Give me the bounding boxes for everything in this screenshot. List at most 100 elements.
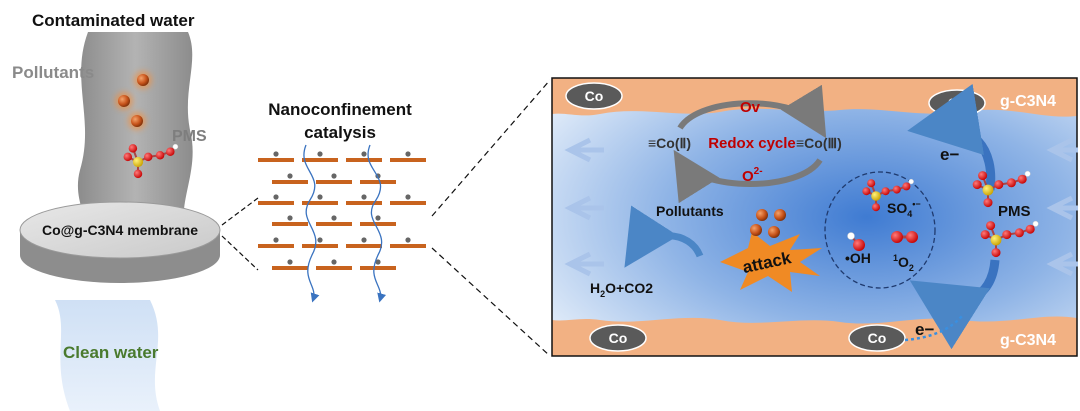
co-bubble-bottom-left: Co xyxy=(589,324,647,352)
pollutant-particle xyxy=(774,209,786,221)
co-site xyxy=(375,215,381,221)
co-site xyxy=(361,194,367,200)
nanosheet xyxy=(316,266,352,270)
nanosheet xyxy=(272,266,308,270)
contaminated-water-stream xyxy=(77,32,193,230)
redox-arrow-top xyxy=(677,84,827,139)
co-label-top-right: Co xyxy=(948,95,967,111)
nanosheet xyxy=(272,222,308,226)
nanosheet xyxy=(390,244,426,248)
co-site xyxy=(287,259,293,265)
co-site xyxy=(273,151,279,157)
electron-arrow-bottom xyxy=(909,259,1000,350)
nanosheet xyxy=(316,222,352,226)
co-site xyxy=(375,259,381,265)
co-site xyxy=(405,194,411,200)
pms-molecule xyxy=(972,170,1031,208)
nanosheet xyxy=(360,222,396,226)
co-site xyxy=(273,194,279,200)
nanosheet xyxy=(360,180,396,184)
co-site xyxy=(361,237,367,243)
nanosheet-stack xyxy=(258,151,426,270)
co-site xyxy=(317,151,323,157)
co-bubble-top-right: Co xyxy=(928,89,986,117)
co-site xyxy=(331,173,337,179)
right-pollutant-particles xyxy=(750,209,786,238)
electron-arrow-top xyxy=(907,83,996,191)
right-panel: Co Co Co Co g-C3N4 g-C3N4 Ov ≡Co(Ⅱ) Redo… xyxy=(551,77,1078,357)
zoom-line-right-top xyxy=(431,79,551,217)
products-label: H2O+CO2 xyxy=(590,280,653,299)
middle-panel: Nanoconfinement catalysis xyxy=(221,79,551,357)
oxygen-molecule xyxy=(891,231,918,243)
co-label-bottom-left: Co xyxy=(609,330,628,346)
flow-arrow xyxy=(1046,137,1078,163)
nanosheet xyxy=(302,244,338,248)
pollutant-particle xyxy=(115,92,133,110)
zoom-line-left-top xyxy=(221,197,259,226)
flow-arrow xyxy=(564,195,604,221)
left-panel: Contaminated water Pollutants PMS Co@g-C… xyxy=(12,11,221,411)
clean-water-label: Clean water xyxy=(63,343,159,362)
ros-zone xyxy=(824,171,936,289)
co-site xyxy=(331,215,337,221)
right-pollutants-label: Pollutants xyxy=(656,203,724,219)
nanosheet xyxy=(272,180,308,184)
flow-arrow xyxy=(1046,251,1078,277)
products-arrow xyxy=(624,205,704,268)
electron-dotted-arrow xyxy=(904,315,963,342)
co-site xyxy=(331,259,337,265)
co-bubble-bottom-mid: Co xyxy=(848,324,906,352)
flow-arrow xyxy=(1046,195,1078,221)
co-label-top-left: Co xyxy=(585,88,604,104)
right-panel-frame xyxy=(551,77,1078,357)
membrane-disc xyxy=(19,201,221,283)
left-pollutants-label: Pollutants xyxy=(12,63,94,82)
singlet-oxygen-label: 1O2 xyxy=(893,253,914,273)
flow-path-left xyxy=(303,144,320,303)
co-site xyxy=(287,215,293,221)
so4-radical-label: SO4•− xyxy=(887,199,921,219)
left-title: Contaminated water xyxy=(32,11,195,30)
co-site xyxy=(317,194,323,200)
nanosheet xyxy=(346,201,382,205)
co-site xyxy=(273,237,279,243)
o2minus-label: O2- xyxy=(742,166,763,185)
zoom-line-left-bottom xyxy=(221,235,259,271)
pms-molecule xyxy=(980,220,1039,258)
pollutant-particle xyxy=(128,112,146,130)
right-pms-label: PMS xyxy=(998,203,1031,220)
pollutant-particle xyxy=(768,226,780,238)
co-site xyxy=(361,151,367,157)
hydroxyl-molecule xyxy=(847,232,865,251)
attack-burst xyxy=(720,232,822,292)
co-bubble-top-left: Co xyxy=(565,82,623,110)
pms-molecule xyxy=(862,178,914,212)
flow-arrow xyxy=(564,137,604,163)
co-label-bottom-mid: Co xyxy=(868,330,887,346)
nanosheet xyxy=(258,201,294,205)
co3-state-label: ≡Co(Ⅲ) xyxy=(796,135,842,151)
nanosheet xyxy=(316,180,352,184)
pms-molecule xyxy=(123,143,179,179)
middle-title-line2: catalysis xyxy=(304,123,376,142)
nanosheet xyxy=(390,201,426,205)
membrane-label: Co@g-C3N4 membrane xyxy=(42,222,198,238)
nanosheet xyxy=(258,158,294,162)
nanosheet xyxy=(346,244,382,248)
co-site xyxy=(405,151,411,157)
right-molecules xyxy=(847,170,1039,258)
left-pms-label: PMS xyxy=(172,128,207,145)
pollutant-particle xyxy=(750,224,762,236)
electron-label-bottom: e− xyxy=(915,320,934,339)
flow-path-right xyxy=(367,144,387,303)
nanosheet xyxy=(302,158,338,162)
flow-arrow xyxy=(564,251,604,277)
nanosheet xyxy=(346,158,382,162)
redox-cycle-label: Redox cycle xyxy=(708,135,796,152)
nanosheet xyxy=(360,266,396,270)
middle-title-line1: Nanoconfinement xyxy=(268,100,412,119)
redox-arrow-bottom xyxy=(673,149,823,204)
co-site xyxy=(317,237,323,243)
